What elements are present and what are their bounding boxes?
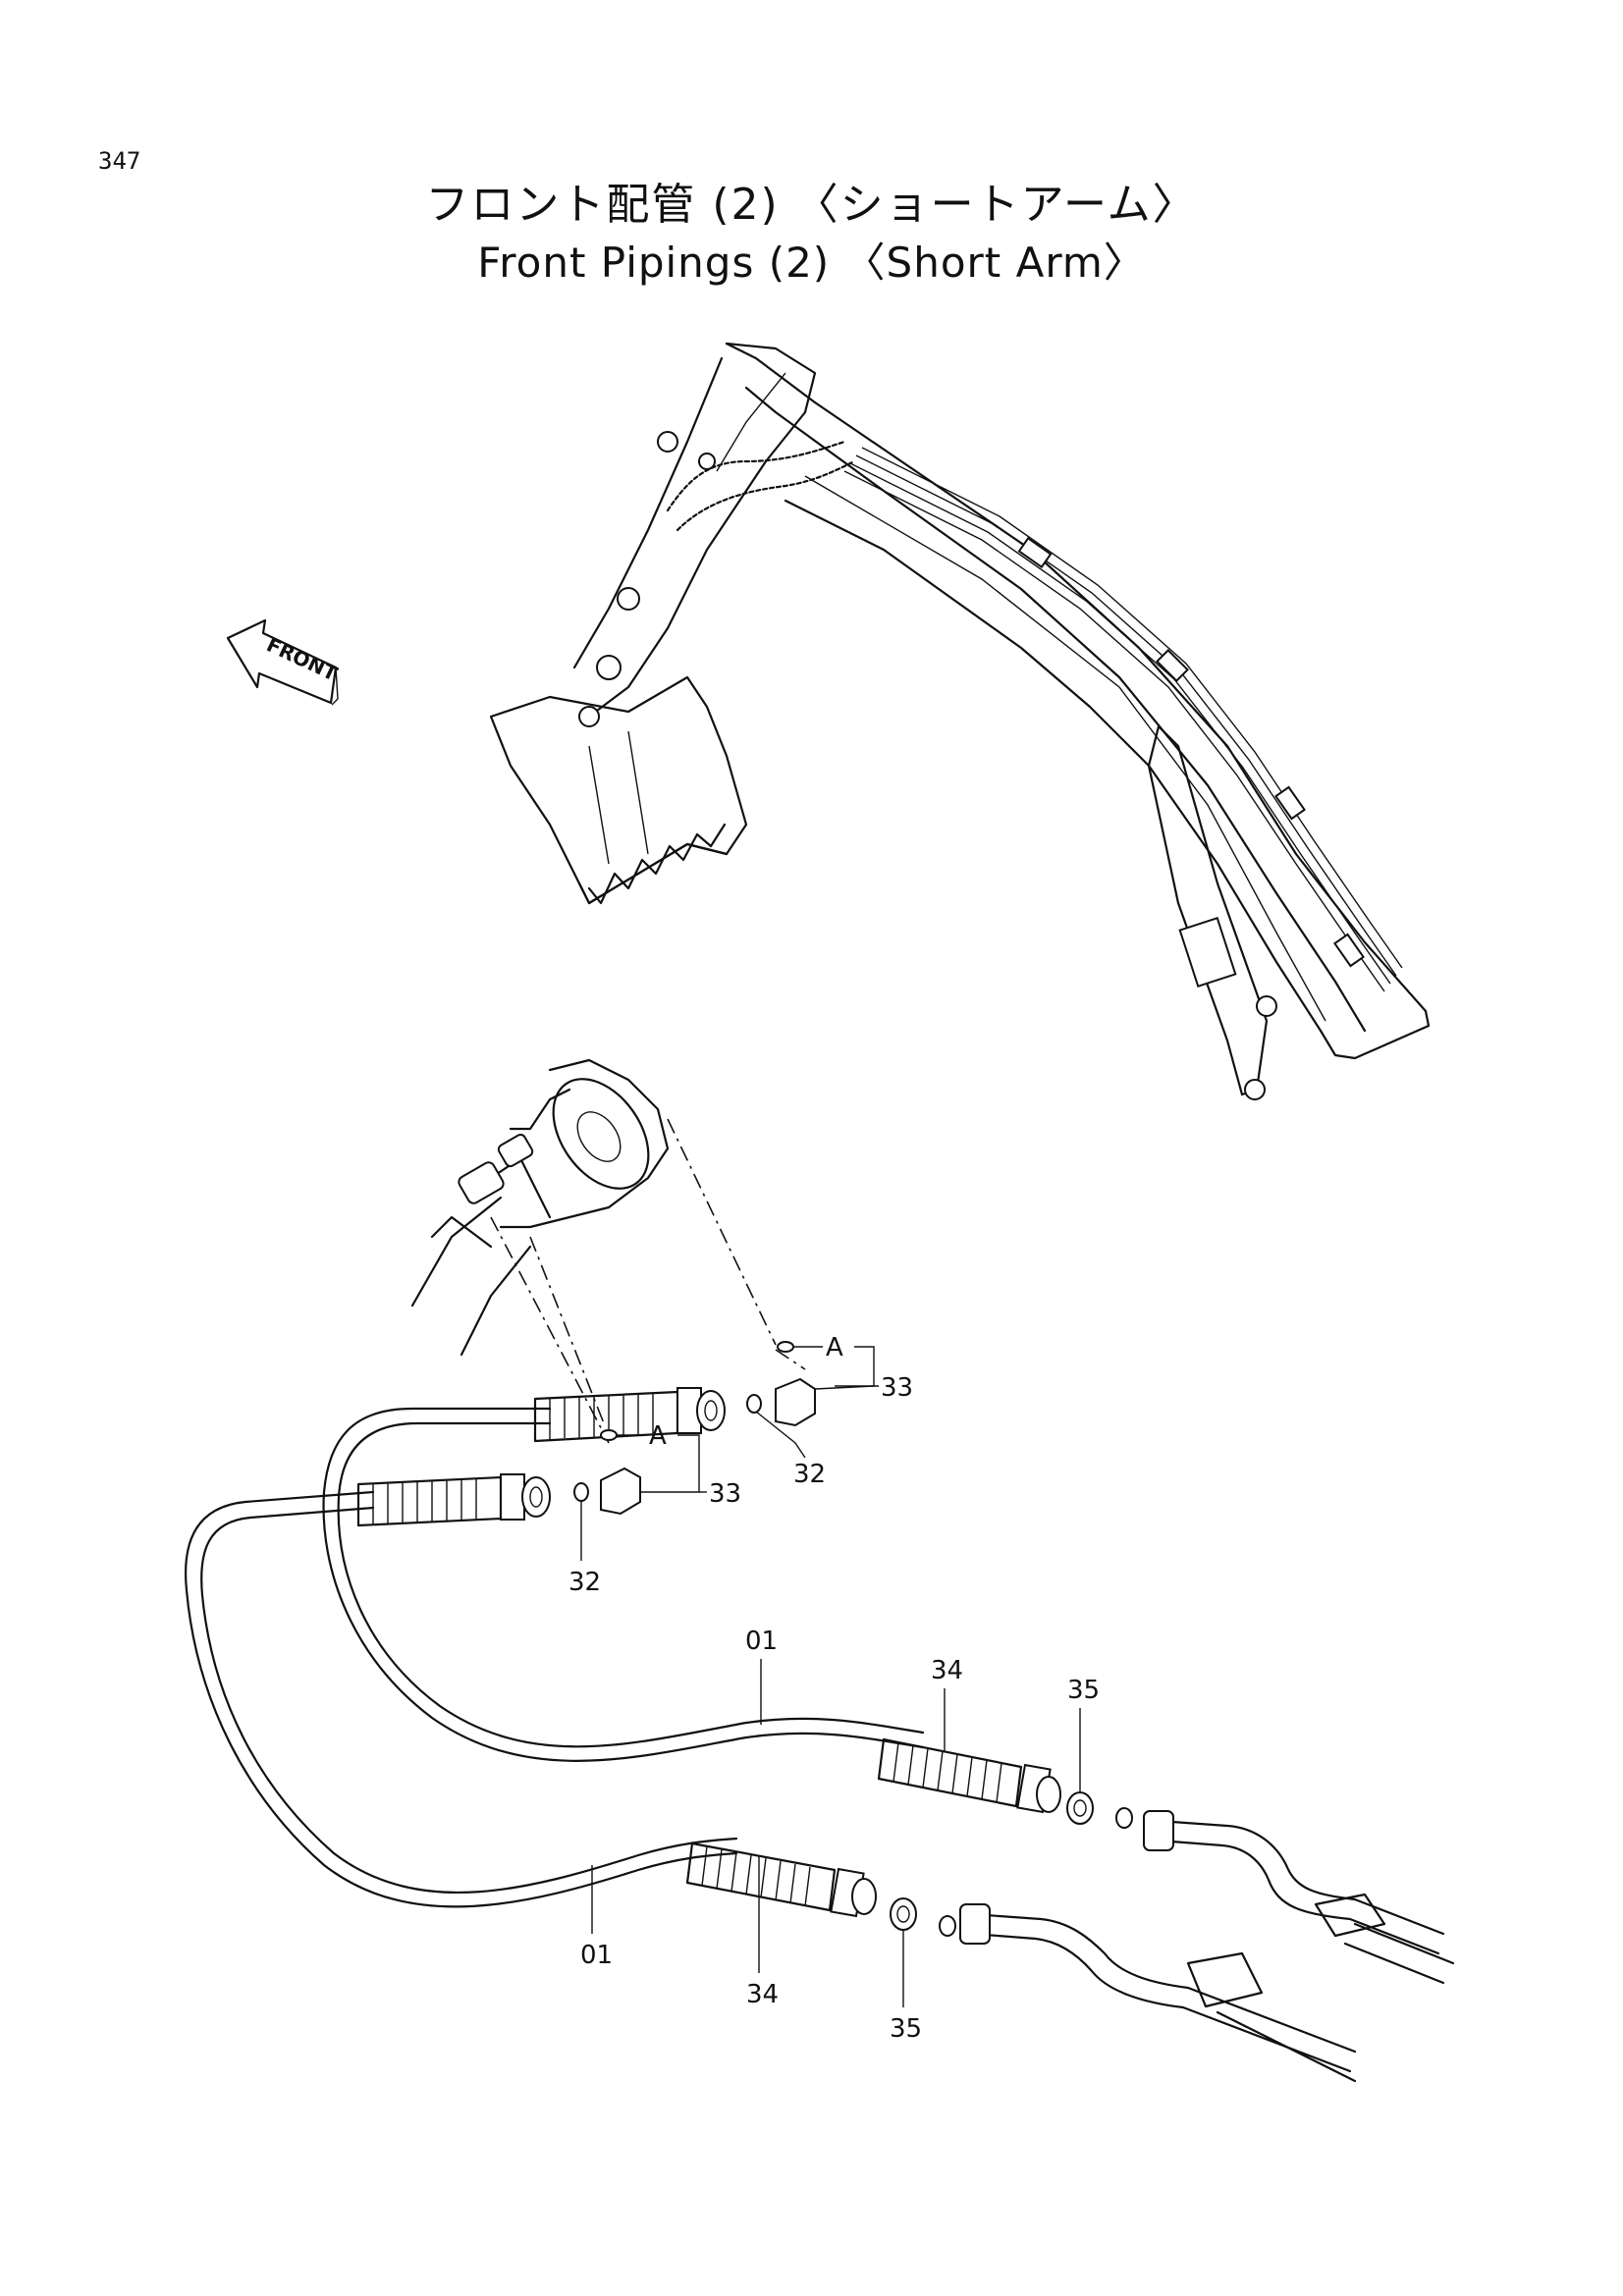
callout-labels: A 33 32 A 33 32 01 01 34 34 35 35 — [568, 1333, 1100, 2044]
excavator-front-overview — [489, 342, 1431, 1100]
page-title-english: Front Pipings (2) 〈Short Arm〉 — [477, 239, 1146, 287]
callout-01-lower: 01 — [580, 1941, 613, 1970]
piping-exploded-view — [185, 1058, 1455, 2083]
callout-a-upper: A — [826, 1333, 843, 1362]
elbow-fitting-33-upper — [775, 1377, 816, 1427]
hose-fitting-lower-left — [356, 1429, 641, 1527]
leader-lines — [580, 1346, 1081, 2007]
pipe-clamp-upper — [1314, 1893, 1386, 1938]
hose-fitting-34-upper — [877, 1737, 1061, 1814]
callout-35-upper: 35 — [1067, 1676, 1100, 1705]
front-direction-arrow: FRONT — [226, 618, 342, 706]
callout-35-lower: 35 — [890, 2014, 922, 2044]
pipe-clamp-lower — [1186, 1951, 1264, 2008]
callout-32-upper: 32 — [793, 1460, 826, 1489]
callout-33-lower: 33 — [709, 1479, 741, 1509]
front-label: FRONT — [263, 632, 342, 685]
callout-a-lower: A — [649, 1421, 667, 1451]
seal-ring-35-upper — [1066, 1791, 1094, 1825]
o-ring-32-upper — [746, 1394, 762, 1414]
o-ring-32-lower — [573, 1482, 589, 1502]
callout-32-lower: 32 — [568, 1568, 601, 1597]
seal-ring-35-lower — [890, 1897, 917, 1931]
page-number: 347 — [98, 147, 141, 175]
hose-fitting-34-lower — [685, 1842, 877, 1918]
callout-33-upper: 33 — [881, 1373, 913, 1403]
callout-34-lower: 34 — [746, 1980, 779, 2009]
callout-01-upper: 01 — [745, 1627, 778, 1656]
callout-34-upper: 34 — [931, 1656, 963, 1685]
elbow-fitting-33-lower — [600, 1467, 641, 1516]
page-title-japanese: フロント配管 (2) 〈ショートアーム〉 — [425, 180, 1198, 230]
hose-fitting-upper-left — [533, 1341, 816, 1443]
